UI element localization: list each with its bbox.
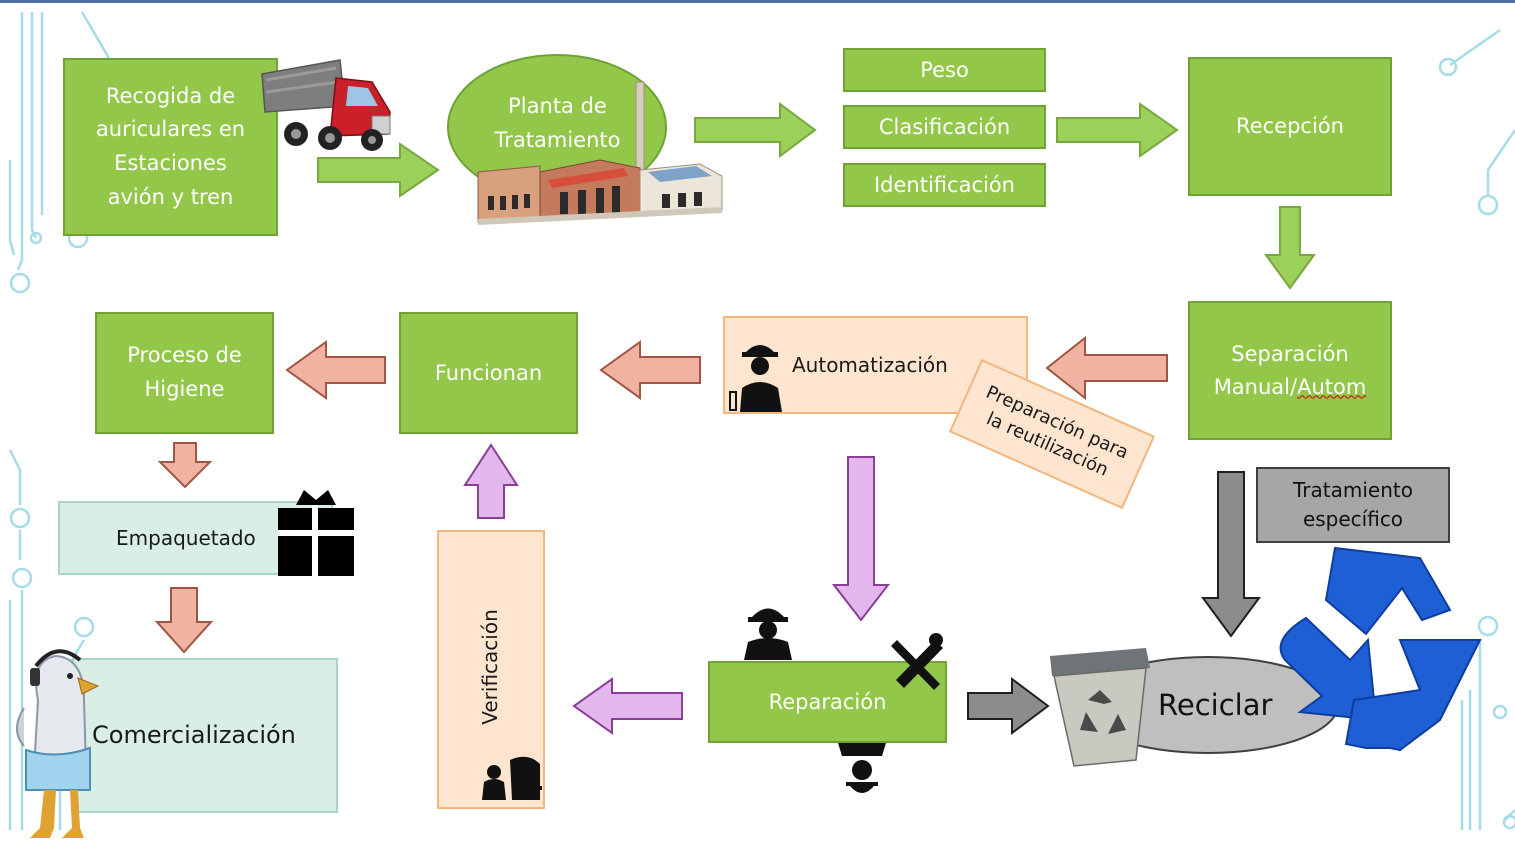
top-border (0, 0, 1515, 3)
arrow-separacion-to-automatizacion (1045, 335, 1168, 401)
recepcion-label: Recepción (1236, 114, 1344, 139)
recogida-label: Recogida de auriculares en Estaciones av… (95, 83, 246, 209)
tratamiento-label: Tratamiento específico (1293, 478, 1413, 531)
arrow-higiene-to-empaquetado (157, 442, 213, 489)
clasificacion-label: Clasificación (878, 114, 1011, 139)
funcionan-label: Funcionan (434, 360, 543, 385)
automatizacion-label: Automatización (792, 352, 948, 377)
recycle-arrows-icon (1279, 546, 1482, 752)
arrow-planta-to-checks (694, 102, 817, 158)
separacion-label-line2b: Autom (1297, 374, 1367, 399)
higiene-label: Proceso de Higiene (127, 343, 242, 401)
separacion-label-line1: Separación (1231, 341, 1349, 366)
separacion-label-line2a: Manual/ (1213, 374, 1298, 399)
funcionan-box: Funcionan (399, 312, 578, 434)
identificacion-box: Identificación (843, 163, 1046, 207)
arrow-reparacion-to-verificacion (572, 677, 683, 735)
arrow-automatizacion-to-reparacion (831, 456, 891, 622)
reparacion-label: Reparación (768, 689, 887, 714)
comercializacion-label: Comercialización (92, 720, 296, 749)
arrow-funcionan-to-higiene (285, 340, 386, 400)
arrow-separacion-to-reciclar (1201, 471, 1261, 638)
peso-box: Peso (843, 48, 1046, 92)
peso-label: Peso (920, 57, 969, 82)
identificacion-label: Identificación (873, 172, 1015, 197)
separacion-box: Separación Manual/Autom (1188, 301, 1392, 440)
trash-bin-recycle-icon (1050, 648, 1150, 767)
clasificacion-box: Clasificación (843, 105, 1046, 149)
recepcion-box: Recepción (1188, 57, 1392, 196)
arrow-verificacion-to-funcionan (463, 443, 519, 519)
reparacion-box: Reparación (708, 661, 947, 743)
arrow-checks-to-recepcion (1056, 102, 1179, 158)
arrow-automatizacion-to-funcionan (599, 340, 701, 400)
recogida-box: Recogida de auriculares en Estaciones av… (63, 58, 278, 236)
comercializacion-box: Comercialización (72, 658, 338, 813)
arrow-empaquetado-to-comercializacion (154, 587, 214, 654)
arrow-reparacion-to-reciclar (967, 677, 1050, 735)
arrow-recogida-to-planta (317, 142, 440, 198)
empaquetado-label: Empaquetado (116, 525, 256, 550)
tratamiento-box: Tratamiento específico (1256, 467, 1450, 543)
higiene-box: Proceso de Higiene (95, 312, 274, 434)
reciclar-label: Reciclar (1158, 688, 1273, 722)
planta-label: Planta de Tratamiento (494, 94, 621, 152)
arrow-recepcion-to-separacion (1264, 206, 1316, 290)
